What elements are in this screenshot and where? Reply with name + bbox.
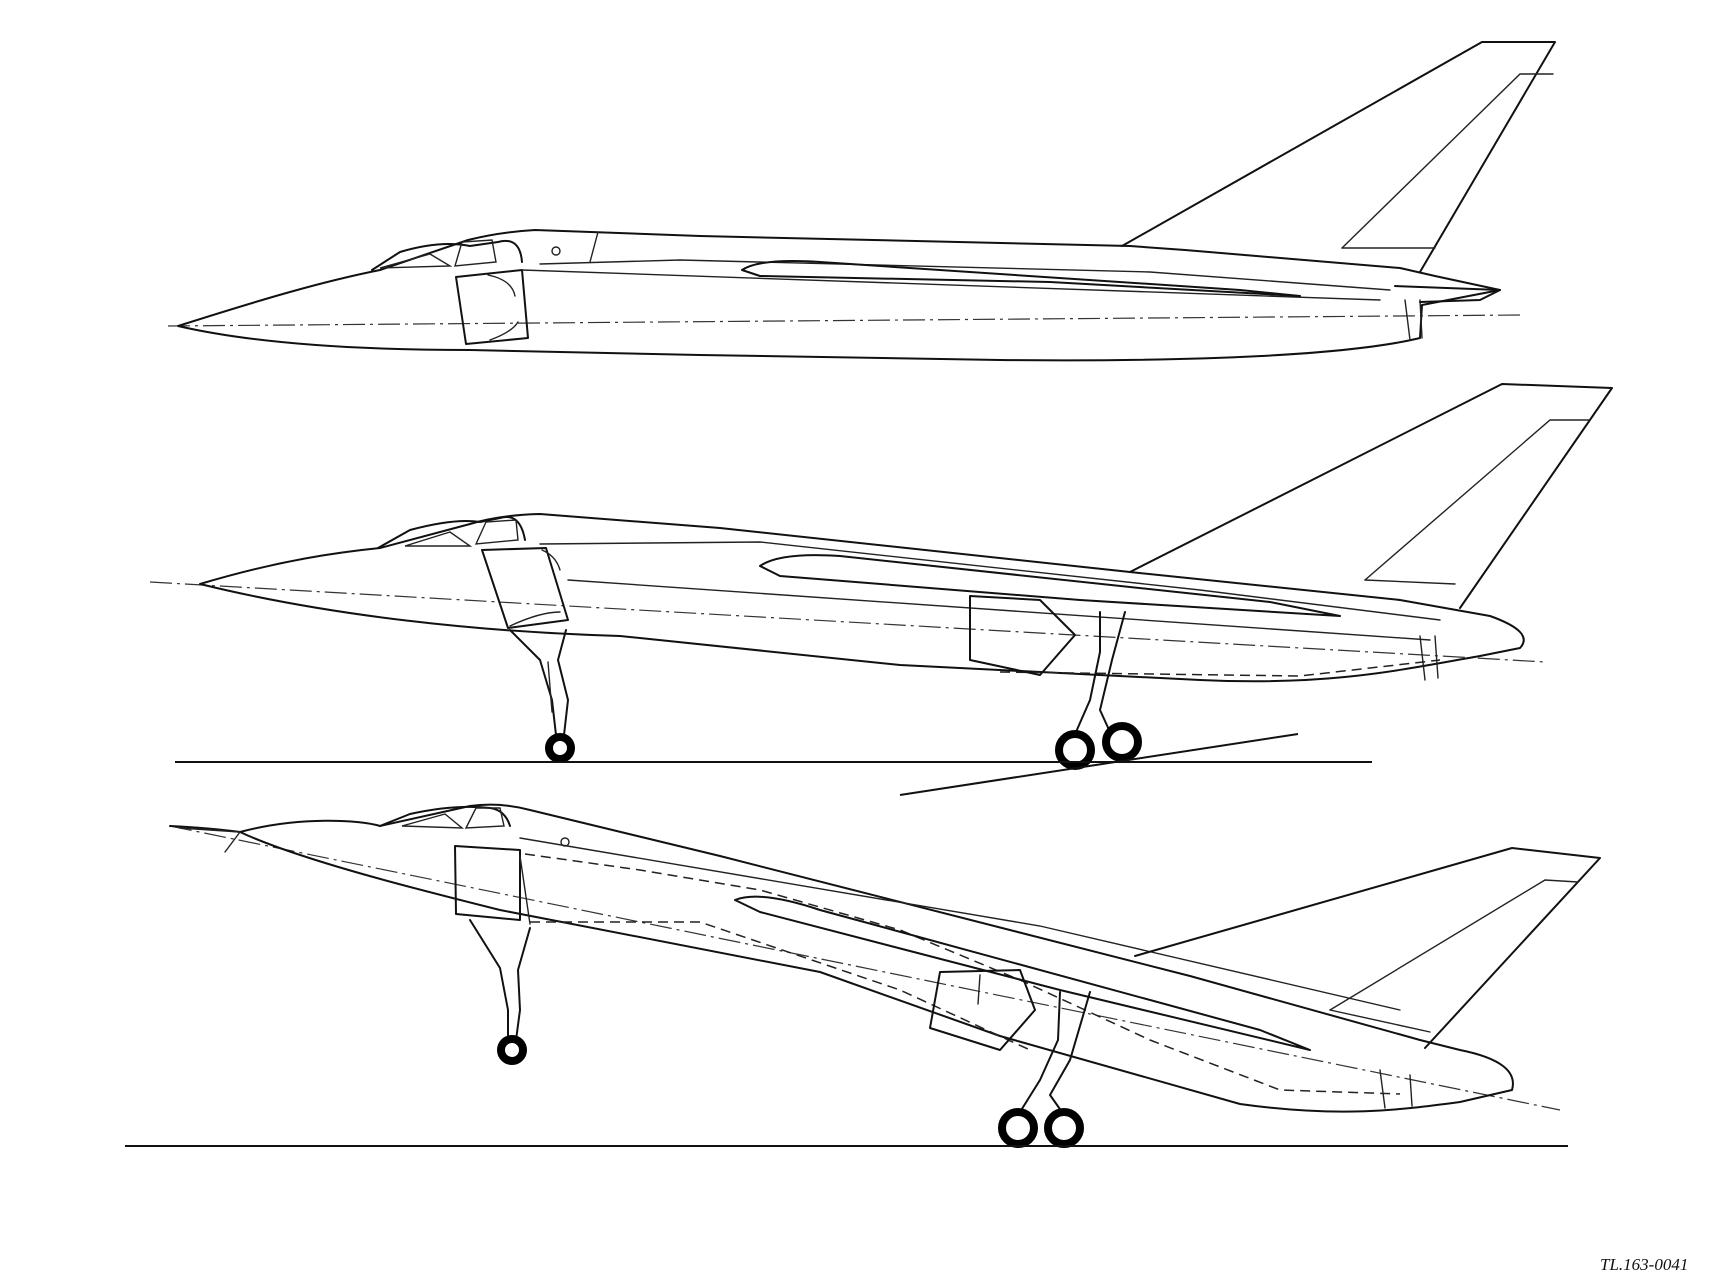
aircraft-side-view-bottom — [125, 803, 1601, 1148]
main-wheel — [1044, 1108, 1084, 1148]
centerline — [169, 825, 1561, 1111]
main-gear-bay — [969, 595, 1076, 676]
engine-intake — [454, 845, 521, 921]
fuselage-outline — [177, 229, 1501, 362]
main-wheel — [1102, 722, 1142, 762]
wing-fairing — [734, 895, 1311, 1051]
main-landing-gear — [998, 991, 1091, 1148]
main-wheel — [998, 1108, 1038, 1148]
vertical-fin — [1134, 847, 1601, 1049]
main-gear-bay — [929, 969, 1036, 1051]
canopy — [379, 805, 511, 827]
centerline — [167, 314, 1521, 327]
canopy — [377, 516, 526, 549]
nose-wheel — [545, 733, 575, 763]
drawing-number: TL.163-0041 — [1600, 1255, 1688, 1274]
fuselage-outline — [199, 513, 1525, 683]
fuselage-outline — [169, 803, 1514, 1113]
nose-wheel — [497, 1035, 527, 1065]
wing-fairing — [741, 260, 1301, 297]
nose-landing-gear — [469, 919, 531, 1065]
vertical-fin — [1121, 41, 1556, 273]
centerline — [149, 581, 1546, 663]
main-wheel — [1055, 730, 1095, 770]
nose-landing-gear — [509, 629, 575, 763]
hidden-line — [999, 659, 1441, 677]
aircraft-side-view-top — [167, 41, 1556, 362]
hidden-line — [524, 853, 1401, 1095]
engine-intake — [481, 547, 569, 629]
rudder — [1329, 879, 1579, 1011]
wing-fairing — [759, 554, 1341, 617]
tail-clearance-line — [899, 733, 1299, 796]
vertical-fin — [1129, 383, 1613, 609]
rudder — [1341, 73, 1554, 249]
engine-intake — [455, 269, 529, 345]
canopy — [371, 240, 523, 271]
main-landing-gear — [1055, 611, 1142, 770]
aircraft-side-view-middle — [149, 383, 1613, 796]
rudder — [1364, 419, 1591, 581]
